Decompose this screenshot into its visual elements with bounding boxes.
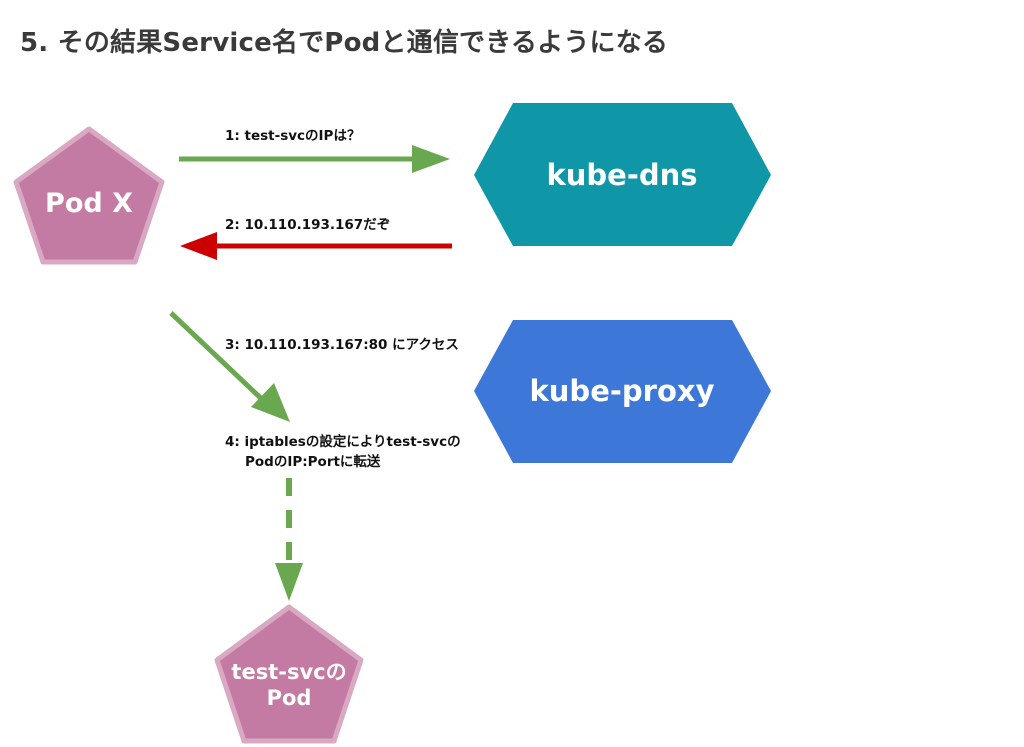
- target-pod-node: test-svcの Pod: [214, 604, 364, 744]
- kube-dns-node: kube-dns: [474, 103, 771, 246]
- page-title: 5. その結果Service名でPodと通信できるようになる: [20, 28, 669, 58]
- arrow-forward-pod-head: [275, 563, 303, 601]
- kube-proxy-shape: [474, 320, 771, 463]
- kube-dns-label: kube-dns: [546, 158, 697, 192]
- kube-dns-shape: [474, 103, 771, 246]
- arrow-query-dns: [179, 145, 450, 173]
- step3-label: 3: 10.110.193.167:80 にアクセス: [225, 337, 459, 353]
- arrow-query-dns-head: [412, 145, 450, 173]
- arrow-dns-reply-head: [180, 232, 217, 260]
- step4-label-line2: PodのIP:Portに転送: [245, 453, 381, 470]
- arrow-access-service: [169, 311, 290, 422]
- pod-x-shape: [13, 126, 165, 265]
- step2-label: 2: 10.110.193.167だぞ: [225, 217, 390, 233]
- arrow-dns-reply: [180, 232, 452, 260]
- target-pod-label-line2: Pod: [267, 686, 312, 710]
- pod-x-node: Pod X: [13, 126, 165, 265]
- pod-x-label: Pod X: [45, 188, 133, 219]
- arrow-forward-pod: [275, 478, 303, 601]
- target-pod-shape: [214, 604, 364, 744]
- target-pod-label-line1: test-svcの: [231, 660, 346, 684]
- kube-proxy-label: kube-proxy: [530, 374, 715, 408]
- step1-label: 1: test-svcのIPは？: [225, 128, 360, 144]
- step4-label-line1: 4: iptablesの設定によりtest-svcの: [225, 433, 461, 450]
- arrow-access-service-head: [251, 383, 290, 422]
- arrow-access-service-shaft: [169, 311, 270, 407]
- kube-proxy-node: kube-proxy: [474, 320, 771, 463]
